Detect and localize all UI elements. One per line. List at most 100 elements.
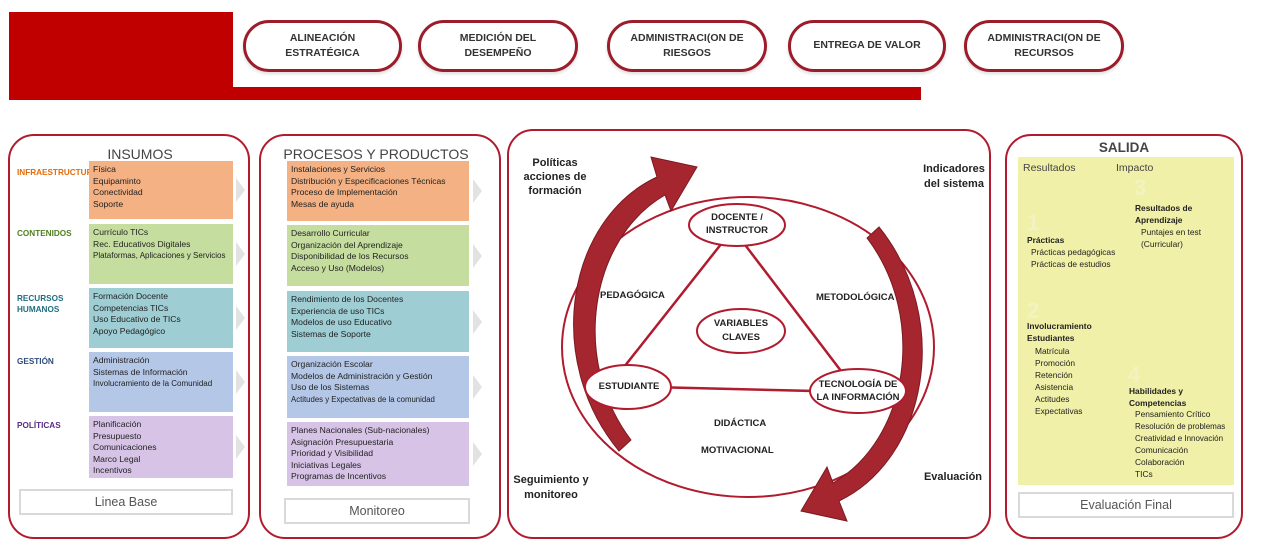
salida-col2-header: Impacto — [1116, 162, 1154, 174]
insumos-box-infraestructura: Física Equipaminto Conectividad Soporte — [89, 161, 233, 219]
list-item: Disponibilidad de los Recursos — [291, 251, 409, 262]
list-item: Incentivos — [93, 465, 132, 476]
header-red-block — [9, 12, 233, 100]
insumos-title: INSUMOS — [107, 146, 173, 162]
salida-number: 2 — [1027, 298, 1040, 323]
edge-didactica: DIDÁCTICA — [714, 418, 767, 429]
list-item: Comunicación — [1135, 445, 1189, 455]
list-item: Formación Docente — [93, 291, 168, 301]
list-item: Plataformas, Aplicaciones y Servicios — [93, 251, 226, 261]
salida-footer: Evaluación Final — [1018, 492, 1234, 518]
list-item: Expectativas — [1035, 406, 1083, 416]
ciclo-diagram — [561, 156, 935, 522]
header-red-bar — [9, 87, 921, 100]
list-item: Mesas de ayuda — [291, 198, 355, 209]
node-docente-label: DOCENTE /INSTRUCTOR — [705, 212, 769, 236]
list-item: Modelos de uso Educativo — [291, 317, 392, 328]
pill-label: ENTREGA DE VALOR — [813, 39, 921, 52]
list-item: Currículo TICs — [93, 227, 149, 237]
procesos-box-4: Organización Escolar Modelos de Administ… — [287, 356, 469, 418]
category-politicas: POLÍTICAS — [17, 421, 61, 430]
salida-fill — [1018, 157, 1234, 485]
procesos-box-3: Rendimiento de los Docentes Experiencia … — [287, 291, 469, 352]
block1-title: Prácticas — [1027, 235, 1065, 245]
list-item: Iniciativas Legales — [291, 459, 362, 470]
node-docente — [688, 203, 786, 247]
list-item: Rendimiento de los Docentes — [291, 294, 404, 304]
list-item: Prácticas pedagógicas — [1031, 247, 1116, 257]
list-item: Apoyo Pedagógico — [93, 325, 166, 336]
list-item: TICs — [1135, 469, 1153, 479]
label-motivacional: MOTIVACIONAL — [701, 445, 774, 456]
list-item: Rec. Educativos Digitales — [93, 238, 191, 249]
pill-medicion[interactable]: MEDICIÓN DEL DESEMPEÑO — [418, 20, 578, 72]
chevron-right-icon — [473, 179, 482, 203]
salida-number: 4 — [1128, 362, 1141, 387]
cycle-arrow-right — [800, 226, 923, 522]
node-center — [696, 308, 786, 354]
chevron-right-icon — [236, 370, 245, 394]
insumos-footer: Linea Base — [19, 489, 233, 515]
list-item: Actitudes y Expectativas de la comunidad — [291, 394, 435, 404]
list-item: Planificación — [93, 419, 142, 429]
insumos-box-contenidos: Currículo TICs Rec. Educativos Digitales… — [89, 224, 233, 284]
pill-label: MEDICIÓN DEL DESEMPEÑO — [459, 31, 537, 59]
chevron-right-icon — [236, 178, 245, 202]
list-item: Colaboración — [1135, 457, 1185, 467]
list-item: Asignación Presupuestaria — [291, 436, 394, 447]
list-item: Creatividad e Innovación — [1135, 434, 1224, 443]
chevron-right-icon — [473, 442, 482, 466]
list-item: Resolución de problemas — [1135, 422, 1226, 431]
node-estudiante — [584, 364, 672, 410]
list-item: Desarrollo Curricular — [291, 228, 370, 238]
salida-number: 3 — [1134, 175, 1147, 200]
list-item: Administración — [93, 355, 150, 365]
list-item: Actitudes — [1035, 394, 1070, 404]
chevron-right-icon — [236, 435, 245, 459]
category-infraestructura: INFRAESTRUCTURA — [17, 168, 99, 177]
list-item: Sistemas de Soporte — [291, 328, 371, 339]
list-item: Asistencia — [1035, 382, 1074, 392]
procesos-title: PROCESOS Y PRODUCTOS — [283, 146, 469, 162]
list-item: Involucramiento de la Comunidad — [93, 379, 213, 389]
category-contenidos: CONTENIDOS — [17, 229, 72, 238]
cycle-arrow-left — [573, 156, 698, 452]
list-item: Conectividad — [93, 187, 143, 198]
list-item: Equipaminto — [93, 175, 141, 186]
edge-metodologica: METODOLÓGICA — [816, 292, 895, 303]
list-item: Promoción — [1035, 358, 1076, 368]
list-item: Comunicaciones — [93, 442, 157, 453]
list-item: Soporte — [93, 198, 124, 209]
pill-label: ALINEACIÓN ESTRATÉGICA — [285, 31, 360, 59]
list-item: Organización del Aprendizaje — [291, 239, 403, 250]
list-item: Acceso y Uso (Modelos) — [291, 262, 385, 273]
list-item: Uso Educativo de TICs — [93, 314, 181, 325]
list-item: Experiencia de uso TICs — [291, 305, 385, 316]
list-item: Instalaciones y Servicios — [291, 164, 386, 174]
list-item: Retención — [1035, 370, 1073, 380]
list-item: Física — [93, 164, 116, 174]
pill-alineacion[interactable]: ALINEACIÓN ESTRATÉGICA — [243, 20, 402, 72]
procesos-box-1: Instalaciones y Servicios Distribución y… — [287, 161, 469, 221]
list-item: Matrícula — [1035, 346, 1070, 356]
pill-entrega[interactable]: ENTREGA DE VALOR — [788, 20, 946, 72]
list-item: Marco Legal — [93, 453, 141, 464]
list-item: Planes Nacionales (Sub-nacionales) — [291, 425, 430, 435]
procesos-box-5: Planes Nacionales (Sub-nacionales) Asign… — [287, 422, 469, 486]
category-gestion: GESTIÓN — [17, 357, 54, 366]
chevron-right-icon — [473, 244, 482, 268]
list-item: Presupuesto — [93, 430, 142, 441]
list-item: Modelos de Administración y Gestión — [291, 370, 433, 381]
list-item: Prioridad y Visibilidad — [291, 448, 374, 459]
triangle — [606, 226, 860, 394]
insumos-box-recursos: Formación Docente Competencias TICs Uso … — [89, 288, 233, 348]
list-item: Prácticas de estudios — [1031, 259, 1111, 269]
